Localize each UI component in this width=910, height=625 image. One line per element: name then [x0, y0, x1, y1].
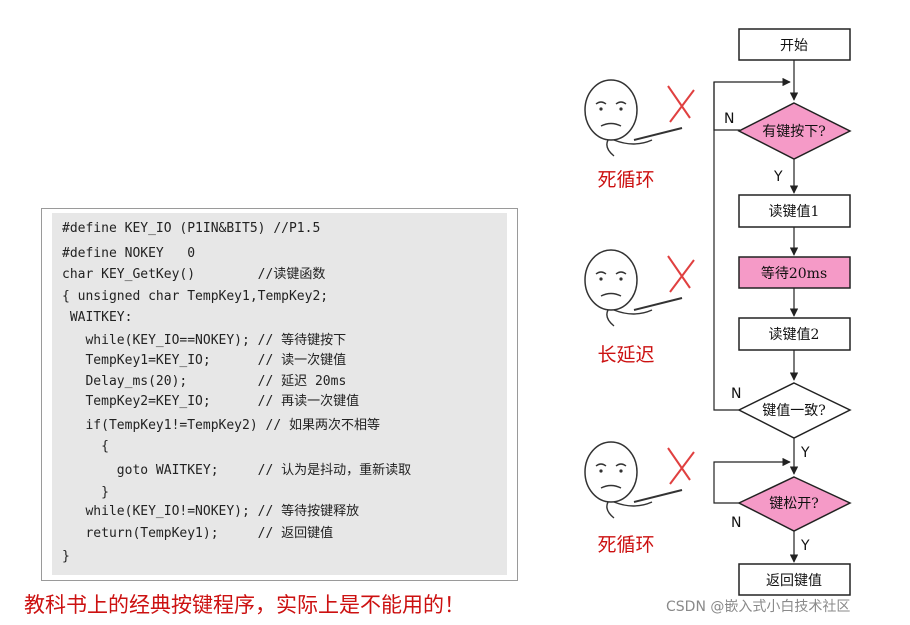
meme-face-icon — [584, 441, 638, 503]
key-released-decision — [737, 476, 852, 532]
pointing-arm-icon — [633, 127, 683, 141]
code-line: Delay_ms(20); // 延迟 20ms — [62, 374, 347, 389]
callout-figure — [584, 79, 695, 157]
meme-face-icon — [584, 79, 638, 141]
wait-label: 等待20ms — [761, 265, 827, 282]
return-key-node — [738, 563, 851, 596]
code-line: TempKey1=KEY_IO; // 读一次键值 — [62, 353, 347, 368]
code-line: TempKey2=KEY_IO; // 再读一次键值 — [62, 394, 360, 409]
key-consistent-decision — [737, 382, 852, 439]
callout-label: 死循环 — [597, 534, 654, 556]
yes-label: Y — [800, 445, 810, 461]
code-line: char KEY_GetKey() //读键函数 — [62, 267, 326, 282]
code-line: while(KEY_IO==NOKEY); // 等待键按下 — [62, 333, 347, 348]
meme-face-icon — [584, 249, 638, 311]
callout-label: 长延迟 — [597, 344, 654, 366]
callout-label: 死循环 — [597, 169, 654, 191]
callout-figure — [584, 441, 695, 519]
no-label: N — [731, 386, 741, 402]
read-key1-node — [738, 194, 851, 228]
cross-mark-icon — [667, 255, 695, 293]
yes-label: Y — [773, 169, 783, 185]
no-label: N — [731, 515, 741, 531]
code-line: while(KEY_IO!=NOKEY); // 等待按键释放 — [62, 504, 360, 519]
code-panel: #define KEY_IO (P1IN&BIT5) //P1.5 #defin… — [41, 208, 518, 581]
read-key2-label: 读键值2 — [769, 326, 820, 343]
code-line: } — [62, 549, 70, 564]
pointing-arm-icon — [633, 489, 683, 503]
return-label: 返回键值 — [766, 573, 822, 589]
read-key2-node — [738, 317, 851, 351]
key-pressed-decision — [737, 102, 852, 160]
callout-figure — [584, 249, 695, 327]
flow-connectors — [713, 60, 799, 563]
read-key1-label: 读键值1 — [769, 203, 820, 220]
wait-20ms-node — [738, 256, 851, 289]
code-line: return(TempKey1); // 返回键值 — [62, 526, 334, 541]
code-block: #define KEY_IO (P1IN&BIT5) //P1.5 #defin… — [52, 213, 507, 575]
pointing-arm-icon — [633, 297, 683, 311]
code-line: } — [62, 485, 109, 500]
code-line: #define NOKEY 0 — [62, 246, 196, 261]
start-node — [738, 28, 851, 61]
code-line: goto WAITKEY; // 认为是抖动，重新读取 — [62, 463, 412, 478]
code-line: { — [62, 439, 109, 454]
code-line: #define KEY_IO (P1IN&BIT5) //P1.5 — [62, 221, 321, 236]
watermark: CSDN @嵌入式小白技术社区 — [666, 599, 851, 615]
no-label: N — [724, 111, 734, 127]
code-line: WAITKEY: — [62, 310, 133, 325]
consistent-label: 键值一致? — [762, 403, 826, 419]
cross-mark-icon — [667, 85, 695, 123]
caption: 教科书上的经典按键程序，实际上是不能用的！ — [24, 593, 465, 617]
yes-label: Y — [800, 538, 810, 554]
key-pressed-label: 有键按下? — [762, 124, 826, 140]
code-line: if(TempKey1!=TempKey2) // 如果两次不相等 — [62, 418, 380, 433]
code-line: { unsigned char TempKey1,TempKey2; — [62, 289, 329, 304]
start-label: 开始 — [780, 38, 808, 54]
cross-mark-icon — [667, 447, 695, 485]
released-label: 键松开? — [769, 496, 819, 512]
